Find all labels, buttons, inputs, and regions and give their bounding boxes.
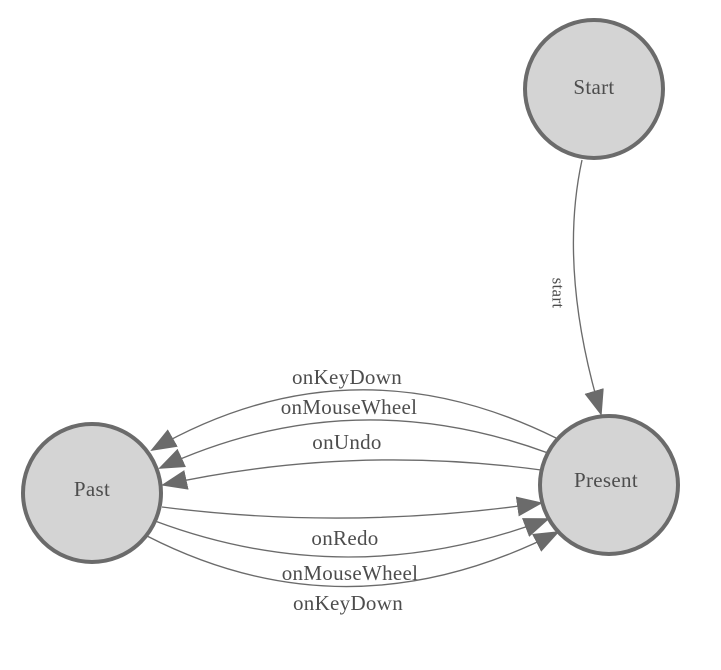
edge-label-onmousewheel-top: onMouseWheel [281, 395, 418, 419]
edge-past-to-present-onmousewheel [154, 518, 550, 558]
state-circle-past[interactable] [21, 422, 163, 564]
edge-label-onkeydown-bottom: onKeyDown [293, 591, 403, 615]
edge-present-to-past-onundo [161, 459, 542, 490]
edge-label-onredo: onRedo [311, 526, 378, 550]
edge-label-onundo: onUndo [312, 430, 381, 454]
edge-present-to-past-onkeydown [150, 389, 557, 451]
state-circle-present[interactable] [538, 414, 680, 556]
edge-past-to-present-onkeydown [146, 531, 560, 588]
state-node-past[interactable]: Past [21, 422, 163, 564]
edge-label-start: start [549, 278, 568, 309]
edge-past-to-present-onredo [161, 496, 543, 519]
node-group: Start Present Past [21, 18, 680, 564]
state-label-past: Past [74, 477, 110, 501]
state-label-start: Start [573, 75, 614, 99]
state-label-present: Present [574, 468, 638, 492]
state-node-start[interactable]: Start [523, 18, 665, 160]
state-node-present[interactable]: Present [538, 414, 680, 556]
state-circle-start[interactable] [523, 18, 665, 160]
edge-start-to-present [572, 159, 604, 416]
edge-label-onmousewheel-bottom: onMouseWheel [282, 561, 419, 585]
edge-group [146, 159, 604, 588]
edge-present-to-past-onmousewheel [158, 419, 549, 469]
edge-label-onkeydown-top: onKeyDown [292, 365, 402, 389]
edge-label-group: start onKeyDown onMouseWheel onUndo onRe… [281, 278, 568, 615]
